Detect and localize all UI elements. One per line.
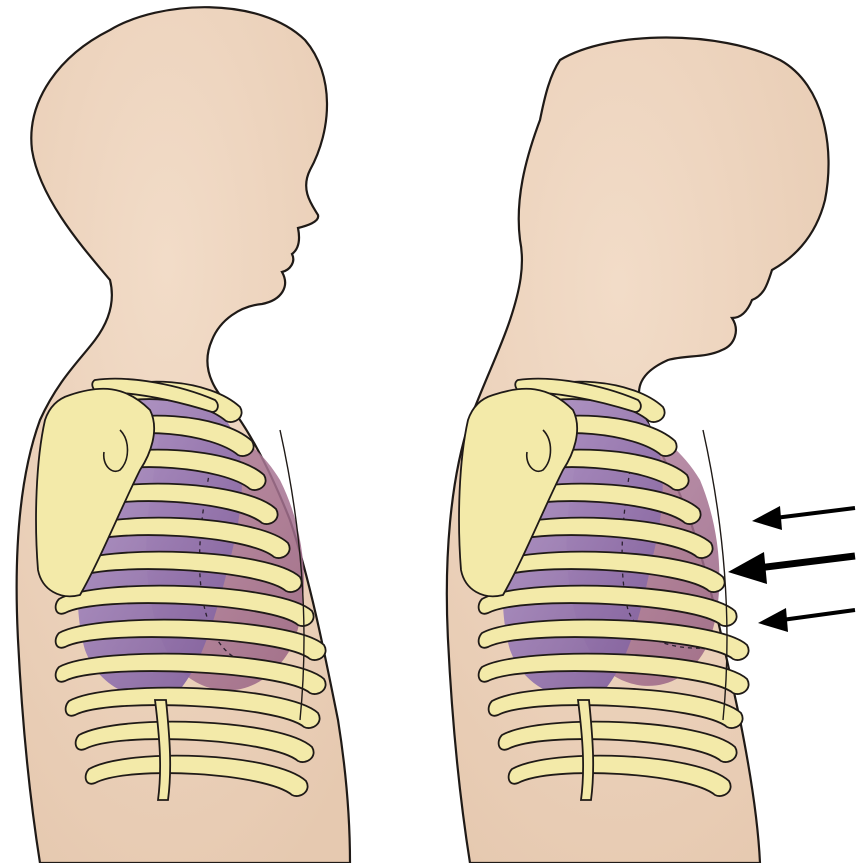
arrow-upper bbox=[752, 506, 855, 530]
arrow-lower bbox=[758, 608, 855, 632]
panel-normal bbox=[17, 7, 350, 863]
arrow-middle-bold bbox=[728, 552, 855, 584]
panel-compressed bbox=[447, 38, 855, 863]
compression-arrows bbox=[728, 506, 855, 632]
